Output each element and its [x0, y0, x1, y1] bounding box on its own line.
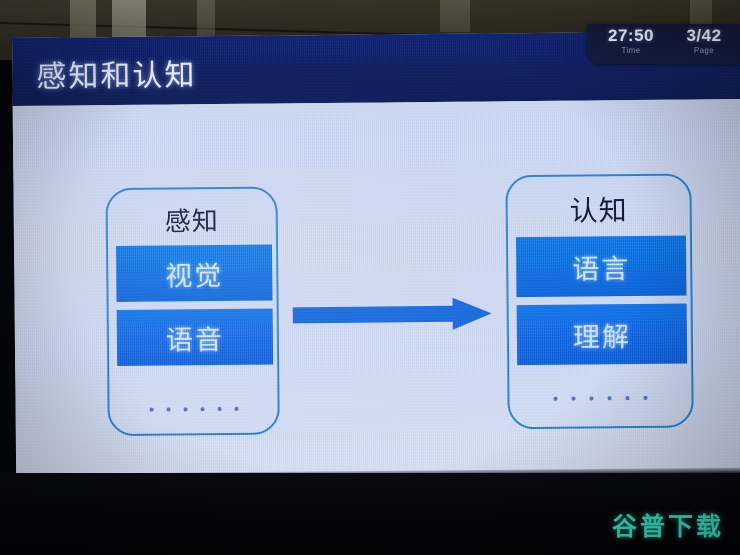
watermark: 谷普下载 [611, 513, 724, 541]
ceiling-panel [440, 0, 470, 32]
page-value: 3/42 [686, 26, 722, 45]
dot [625, 396, 630, 401]
room-floor [0, 473, 740, 555]
timer-cell-page: 3/42 Page [672, 26, 736, 56]
card-perception-title: 感知 [164, 206, 219, 237]
presentation-slide: 感知和认知 感知 视觉 语音 [12, 31, 740, 483]
card-cognition-item-language: 语言 [515, 235, 687, 298]
timer-value: 27:50 [608, 26, 654, 45]
card-cognition: 认知 语言 理解 [505, 173, 694, 430]
dot [643, 395, 648, 400]
card-cognition-item-understanding: 理解 [516, 303, 688, 366]
dot [589, 396, 594, 401]
dot [217, 407, 222, 412]
ceiling-panel [197, 0, 215, 36]
page-title: 感知和认知 [36, 59, 197, 94]
presenter-timer-panel: 27:50 Time 3/42 Page [588, 24, 740, 64]
dot [166, 407, 171, 412]
dot [200, 407, 205, 412]
dot [183, 407, 188, 412]
dot [553, 396, 558, 401]
ceiling-panel [690, 0, 712, 30]
page-label: Page [693, 46, 715, 55]
card-cognition-title: 认知 [569, 195, 628, 227]
dot [571, 396, 576, 401]
ceiling-panel [70, 0, 96, 40]
timer-label: Time [621, 46, 641, 55]
dot [149, 407, 154, 412]
timer-cell-time: 27:50 Time [592, 26, 670, 56]
card-perception-item-speech: 语音 [116, 308, 274, 367]
card-perception: 感知 视觉 语音 [105, 186, 280, 437]
card-perception-item-vision: 视觉 [116, 244, 273, 303]
dot [607, 396, 612, 401]
right-arrow-icon [292, 296, 493, 332]
dot [234, 406, 239, 411]
card-perception-dots [110, 406, 278, 412]
card-cognition-dots [509, 395, 691, 401]
slide-body: 感知 视觉 语音 认知 [12, 99, 740, 483]
